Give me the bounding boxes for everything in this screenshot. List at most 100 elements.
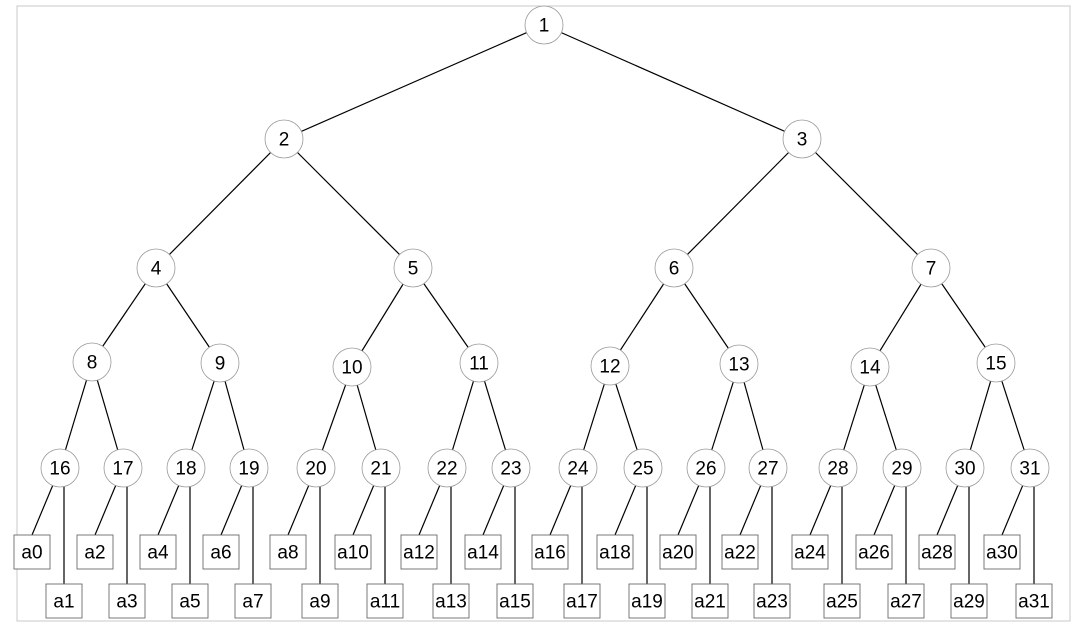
leaf-label: a27 — [890, 592, 922, 613]
tree-node-27: 27 — [748, 448, 788, 488]
tree-node-30: 30 — [945, 448, 985, 488]
node-label: 27 — [757, 459, 778, 480]
node-label: 26 — [695, 459, 716, 480]
node-circle — [623, 448, 663, 488]
node-circle — [393, 248, 433, 288]
leaf-label: a19 — [631, 592, 663, 613]
node-circle — [166, 448, 206, 488]
node-label: 15 — [985, 354, 1006, 375]
node-circle — [945, 448, 985, 488]
leaf-box — [823, 583, 861, 619]
leaf-box — [628, 583, 666, 619]
leaf-node-a8: a8 — [269, 534, 307, 570]
node-circle — [850, 347, 890, 387]
node-label: 12 — [599, 357, 620, 378]
leaf-label: a0 — [21, 543, 42, 564]
leaf-label: a14 — [467, 543, 499, 564]
leaf-label: a30 — [986, 543, 1018, 564]
node-label: 9 — [215, 354, 226, 375]
node-label: 6 — [669, 259, 680, 280]
tree-node-20: 20 — [296, 448, 336, 488]
leaf-node-a20: a20 — [659, 534, 697, 570]
leaf-label: a24 — [794, 543, 826, 564]
tree-node-18: 18 — [166, 448, 206, 488]
leaf-label: a3 — [116, 592, 137, 613]
tree-node-16: 16 — [40, 448, 80, 488]
leaf-box — [108, 583, 146, 619]
leaf-node-a11: a11 — [366, 583, 404, 619]
node-label: 25 — [632, 459, 653, 480]
node-circle — [524, 5, 564, 45]
leaf-node-a18: a18 — [596, 534, 634, 570]
leaf-label: a8 — [277, 543, 298, 564]
node-label: 21 — [370, 459, 391, 480]
leaf-box — [950, 583, 988, 619]
leaf-label: a16 — [534, 543, 566, 564]
diagram-frame — [16, 5, 1071, 622]
leaf-node-a15: a15 — [496, 583, 534, 619]
leaf-box — [269, 534, 307, 570]
tree-node-3: 3 — [782, 119, 822, 159]
leaf-node-a21: a21 — [691, 583, 729, 619]
node-label: 1 — [539, 16, 550, 37]
node-circle — [136, 248, 176, 288]
node-label: 28 — [827, 459, 848, 480]
tree-node-19: 19 — [229, 448, 269, 488]
leaf-box — [855, 534, 893, 570]
leaf-node-a5: a5 — [171, 583, 209, 619]
node-label: 22 — [436, 459, 457, 480]
leaf-node-a19: a19 — [628, 583, 666, 619]
node-label: 30 — [954, 459, 975, 480]
node-circle — [264, 119, 304, 159]
node-circle — [332, 347, 372, 387]
node-label: 13 — [728, 355, 749, 376]
leaf-box — [139, 534, 177, 570]
leaf-box — [171, 583, 209, 619]
leaf-node-a0: a0 — [13, 534, 51, 570]
tree-node-22: 22 — [427, 448, 467, 488]
leaf-node-a6: a6 — [202, 534, 240, 570]
node-label: 2 — [279, 130, 290, 151]
node-label: 16 — [49, 459, 70, 480]
leaf-node-a26: a26 — [855, 534, 893, 570]
leaf-label: a12 — [403, 543, 435, 564]
node-circle — [748, 448, 788, 488]
leaf-box — [753, 583, 791, 619]
leaf-node-a7: a7 — [234, 583, 272, 619]
leaf-node-a4: a4 — [139, 534, 177, 570]
node-circle — [361, 448, 401, 488]
node-circle — [1010, 448, 1050, 488]
leaf-node-a31: a31 — [1015, 583, 1053, 619]
node-circle — [103, 448, 143, 488]
leaf-label: a22 — [724, 543, 756, 564]
tree-node-15: 15 — [976, 343, 1016, 383]
tree-node-10: 10 — [332, 347, 372, 387]
leaf-label: a7 — [242, 592, 263, 613]
leaf-node-a17: a17 — [563, 583, 601, 619]
node-circle — [427, 448, 467, 488]
node-circle — [911, 248, 951, 288]
leaf-label: a26 — [858, 543, 890, 564]
node-label: 19 — [238, 459, 259, 480]
tree-node-28: 28 — [818, 448, 858, 488]
leaf-box — [1015, 583, 1053, 619]
leaf-node-a22: a22 — [721, 534, 759, 570]
leaf-label: a9 — [309, 592, 330, 613]
leaf-box — [76, 534, 114, 570]
node-circle — [782, 119, 822, 159]
leaf-box — [887, 583, 925, 619]
leaf-box — [918, 534, 956, 570]
tree-node-14: 14 — [850, 347, 890, 387]
leaf-node-a2: a2 — [76, 534, 114, 570]
tree-node-9: 9 — [200, 343, 240, 383]
tree-node-8: 8 — [72, 342, 112, 382]
node-circle — [296, 448, 336, 488]
node-label: 24 — [567, 459, 589, 480]
node-label: 20 — [305, 459, 326, 480]
edge-1-2 — [283, 24, 545, 140]
edge-3-7 — [801, 138, 932, 269]
leaf-box — [721, 534, 759, 570]
leaf-label: a11 — [370, 592, 400, 613]
leaf-label: a21 — [694, 592, 726, 613]
leaf-node-a27: a27 — [887, 583, 925, 619]
